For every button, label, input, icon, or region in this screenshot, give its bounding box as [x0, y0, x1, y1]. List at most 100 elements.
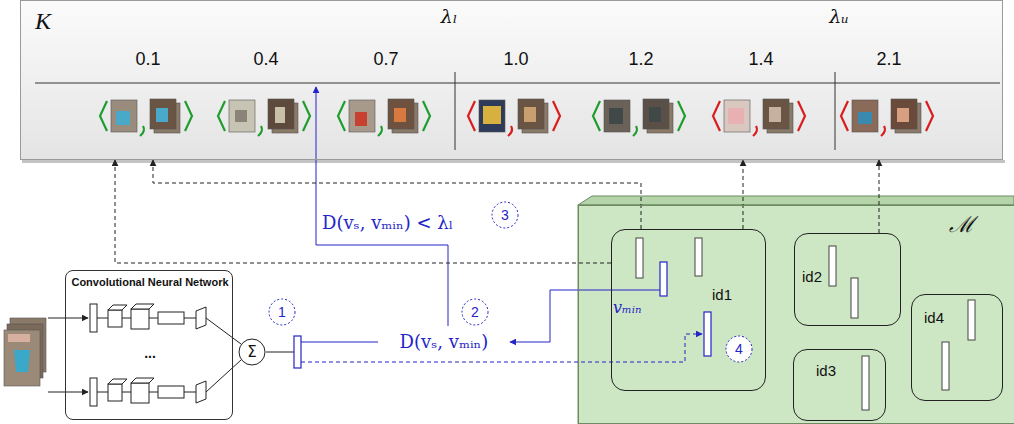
angle-bracket [100, 101, 107, 131]
angle-bracket [303, 101, 310, 131]
photo-thumb [852, 100, 878, 132]
embedding-bar [968, 300, 975, 340]
identity-group: id3 [793, 349, 886, 421]
distance-value: 0.1 [135, 49, 160, 71]
threshold-label: λᵤ [829, 5, 849, 28]
callout-number: 1 [278, 304, 286, 321]
panel-bevel [578, 196, 1014, 205]
photo-detail [524, 107, 536, 122]
comma-mark [633, 126, 637, 136]
comma-mark [881, 126, 885, 136]
image-pair [218, 99, 310, 136]
photo-detail [649, 107, 661, 122]
query-line [301, 342, 378, 343]
comma-mark [258, 126, 262, 136]
band-shadow [22, 160, 1005, 163]
photo-detail [156, 108, 168, 122]
angle-bracket [468, 101, 475, 131]
photo-thumb [388, 99, 414, 129]
callout-number: 3 [501, 207, 509, 224]
threshold-label: λₗ [441, 5, 458, 28]
ellipsis-mark: ... [144, 345, 156, 362]
photo-detail [355, 112, 367, 126]
distance-value: 1.4 [748, 49, 773, 71]
embedding-bar [636, 238, 643, 278]
sum-symbol: Σ [247, 343, 256, 361]
photo-thumb [891, 99, 917, 129]
embedding-bar [851, 278, 858, 318]
photo-detail [897, 108, 909, 122]
angle-bracket [218, 101, 225, 131]
distance-value: 0.4 [253, 49, 278, 71]
photo-detail [609, 108, 623, 124]
embedding-bar [942, 342, 949, 390]
step-callout: 2 [461, 298, 489, 326]
angle-bracket [713, 101, 720, 131]
distance-label: D(vₛ, vₘᵢₙ) [400, 331, 489, 353]
image-pair [100, 99, 192, 136]
photo-thumb [518, 99, 544, 129]
hand-shape [8, 334, 30, 342]
cup-shape [14, 350, 30, 372]
circle-shape [462, 299, 488, 325]
photo-thumb [643, 99, 669, 129]
photo-thumb [111, 100, 137, 132]
photo-thumb [229, 100, 255, 132]
step-callout: 4 [725, 335, 753, 363]
image-pair [593, 99, 685, 136]
comma-mark [378, 126, 382, 136]
angle-bracket [338, 101, 345, 131]
angle-bracket [185, 101, 192, 131]
input-arrow [48, 318, 88, 319]
photo-detail [483, 106, 501, 124]
circle-shape [239, 339, 265, 365]
photo-thumb [604, 100, 630, 132]
angle-bracket [798, 101, 805, 131]
photo-detail [235, 110, 247, 122]
photo-detail [116, 111, 130, 125]
match-link [115, 160, 611, 263]
panel-fill [578, 205, 1014, 424]
circle-shape [492, 202, 518, 228]
image-pair [468, 99, 560, 136]
photo-thumb [268, 99, 294, 129]
new-embedding-bar [704, 312, 711, 356]
callout-number: 2 [471, 304, 479, 321]
band-name: K [35, 7, 51, 36]
input-frames [4, 318, 46, 386]
step-callout: 3 [491, 201, 519, 229]
angle-bracket [926, 101, 933, 131]
photo-detail [275, 107, 285, 123]
angle-bracket [423, 101, 430, 131]
distance-value: 1.2 [628, 49, 653, 71]
identity-label: id3 [816, 362, 836, 380]
memory-band: Kλₗλᵤ0.10.40.71.01.21.42.1 [20, 0, 1003, 160]
threshold-line [835, 72, 836, 150]
box-title: Convolutional Neural Network [71, 276, 228, 289]
threshold-arrow [316, 87, 448, 326]
threshold-line [455, 72, 456, 150]
angle-bracket [593, 101, 600, 131]
identity-label: id2 [802, 268, 822, 286]
callout-number: 4 [735, 341, 743, 358]
photo-detail [728, 108, 744, 124]
photo-thumb [724, 100, 750, 132]
embedding-bar [829, 246, 836, 286]
panel-name: ℳ [949, 212, 974, 238]
nearest-embedding-bar [660, 262, 667, 296]
cnn-stream [90, 378, 206, 406]
comma-mark [140, 126, 144, 136]
photo-thumb [150, 99, 176, 129]
fusion-line [206, 318, 241, 344]
match-link [879, 160, 880, 233]
identity-group: id4 [911, 294, 1003, 401]
match-link [743, 160, 744, 229]
identity-label: id4 [924, 309, 944, 327]
vector-label: vₘᵢₙ [613, 298, 642, 317]
circle-shape [726, 336, 752, 362]
embedding-bar [695, 238, 702, 276]
comma-mark [508, 126, 512, 136]
fusion-line [266, 352, 294, 353]
angle-bracket [841, 101, 848, 131]
comma-mark [753, 126, 757, 136]
